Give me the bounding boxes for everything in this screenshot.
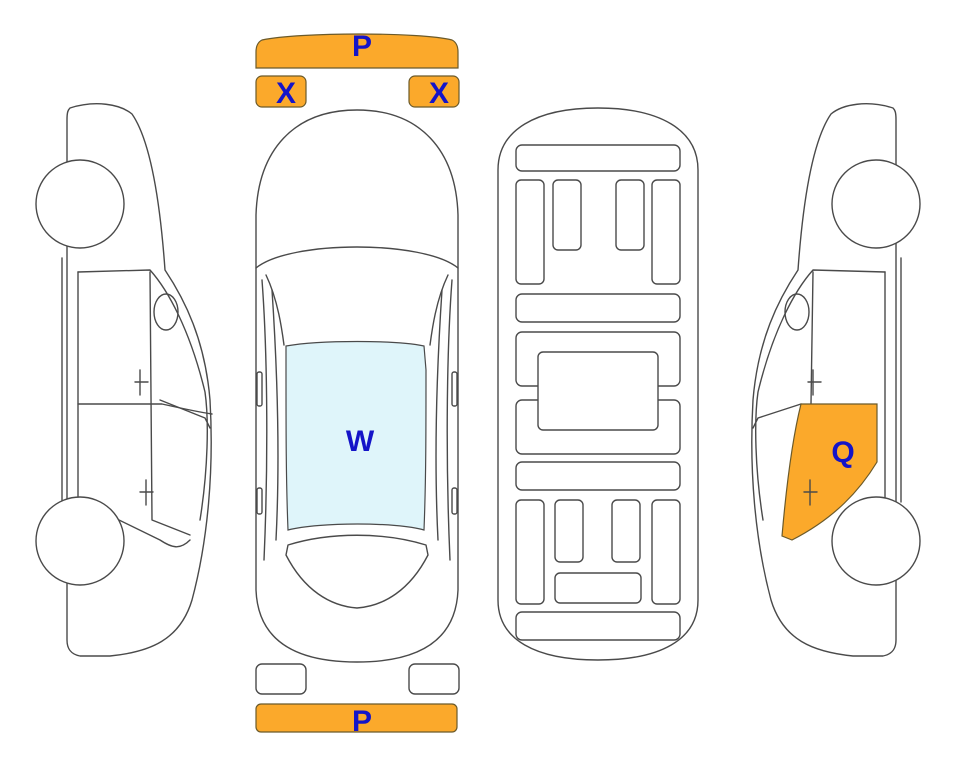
label-rear-bumper: P <box>352 705 372 738</box>
left-side-window-line <box>77 269 208 521</box>
damage-labels: P X X W Q P <box>276 30 855 738</box>
right-front-door-handle <box>807 369 822 396</box>
car-top-view <box>255 33 460 733</box>
hood-line <box>255 246 459 269</box>
left-side-mirror-line <box>159 399 211 429</box>
right-body-contour <box>446 279 453 561</box>
taillight-right-part <box>408 663 460 695</box>
car-right-side-view <box>751 103 921 657</box>
floor-panel <box>515 293 681 323</box>
taillight-left-part <box>255 663 307 695</box>
floor-panel <box>515 499 545 605</box>
floor-panel <box>651 179 681 285</box>
label-headlight-left: X <box>276 77 296 110</box>
right-side-mirror <box>784 293 810 331</box>
left-handle-top <box>256 487 263 515</box>
left-body-contour <box>261 279 268 561</box>
right-rear-door-part <box>781 403 878 541</box>
floor-panel <box>611 499 641 563</box>
left-side-mirror <box>153 293 179 331</box>
floor-panel <box>554 499 584 563</box>
floor-panel <box>515 144 681 172</box>
floor-center-panel <box>537 351 659 431</box>
label-windshield: W <box>346 425 375 458</box>
right-side-mirror-line <box>752 403 802 429</box>
headlight-right-part <box>408 75 460 108</box>
right-body-contour-inner <box>435 289 443 541</box>
left-side-front-wheel <box>35 159 125 249</box>
floor-panel <box>554 572 642 604</box>
left-side-door-edge <box>149 271 191 536</box>
left-side-lower-line <box>77 499 191 548</box>
right-a-pillar <box>429 274 449 346</box>
left-side-rear-wheel <box>35 496 125 586</box>
left-side-door-split <box>77 403 213 415</box>
rear-bumper-part <box>255 703 458 733</box>
right-rear-door-handle <box>803 479 818 506</box>
right-side-rear-wheel <box>831 496 921 586</box>
right-mirror-top <box>451 371 458 407</box>
front-bumper-part <box>255 33 459 69</box>
label-headlight-right: X <box>429 77 449 110</box>
floor-panel <box>515 611 681 641</box>
floor-panel <box>552 179 582 251</box>
left-body-contour-inner <box>271 289 279 541</box>
left-a-pillar <box>265 274 285 346</box>
floor-panel <box>515 179 545 285</box>
windshield-part <box>285 340 427 531</box>
floor-panel <box>615 179 645 251</box>
left-front-door-handle <box>134 369 149 396</box>
headlight-left-part <box>255 75 307 108</box>
rear-window <box>285 534 429 609</box>
right-handle-top <box>451 487 458 515</box>
right-side-window-line <box>755 269 886 521</box>
floor-panel <box>651 499 681 605</box>
right-side-front-wheel <box>831 159 921 249</box>
label-right-rear-door: Q <box>831 436 854 469</box>
label-front-bumper: P <box>352 30 372 63</box>
floor-panel <box>515 461 681 491</box>
car-underbody-view <box>497 107 699 661</box>
left-mirror-top <box>256 371 263 407</box>
car-left-side-view <box>35 103 213 657</box>
left-rear-door-handle <box>139 479 154 506</box>
